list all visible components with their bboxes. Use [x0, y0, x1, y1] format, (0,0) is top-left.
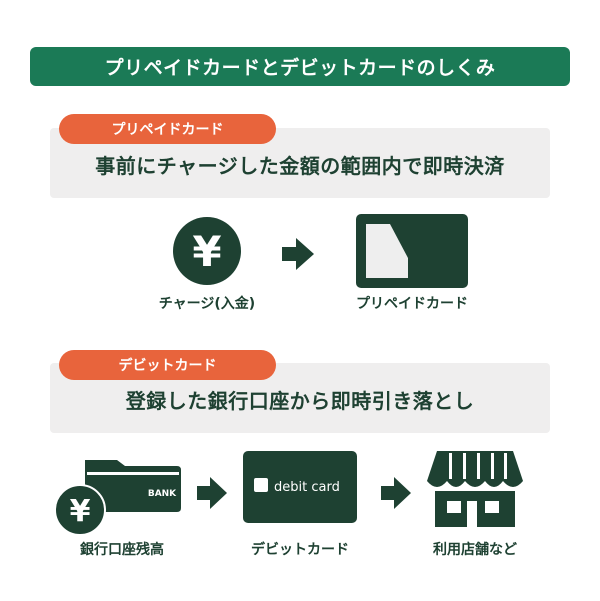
prepaid-card-label: プリペイドカード: [356, 296, 468, 312]
yen-coin-icon: ¥: [172, 216, 242, 286]
arrow-right-icon: [196, 475, 228, 511]
charge-label: チャージ(入金): [158, 296, 256, 312]
arrow-right-icon: [280, 236, 316, 272]
debit-card-text: debit card: [274, 480, 340, 495]
store-label: 利用店舗など: [433, 542, 517, 558]
prepaid-description: 事前にチャージした金額の範囲内で即時決済: [95, 154, 505, 178]
yen-symbol: ¥: [192, 227, 221, 276]
bank-balance-label: 銀行口座残高: [80, 542, 164, 558]
debit-tag: デビットカード: [59, 350, 276, 380]
prepaid-description-panel: 事前にチャージした金額の範囲内で即時決済: [50, 128, 550, 198]
debit-card-icon: debit card: [243, 451, 357, 523]
prepaid-tag: プリペイドカード: [59, 114, 276, 144]
store-icon: [425, 447, 525, 529]
debit-description-panel: 登録した銀行口座から即時引き落とし: [50, 363, 550, 433]
bank-text: BANK: [148, 489, 177, 499]
arrow-right-icon: [380, 475, 412, 511]
yen-symbol-small: ¥: [70, 494, 91, 529]
prepaid-card-icon: [356, 214, 468, 288]
debit-card-label: デビットカード: [251, 542, 349, 558]
debit-description: 登録した銀行口座から即時引き落とし: [125, 389, 475, 413]
page-title: プリペイドカードとデビットカードのしくみ: [30, 47, 570, 86]
bank-card-icon: BANK: [55, 452, 185, 537]
yen-coin-small-icon: ¥: [54, 484, 106, 536]
